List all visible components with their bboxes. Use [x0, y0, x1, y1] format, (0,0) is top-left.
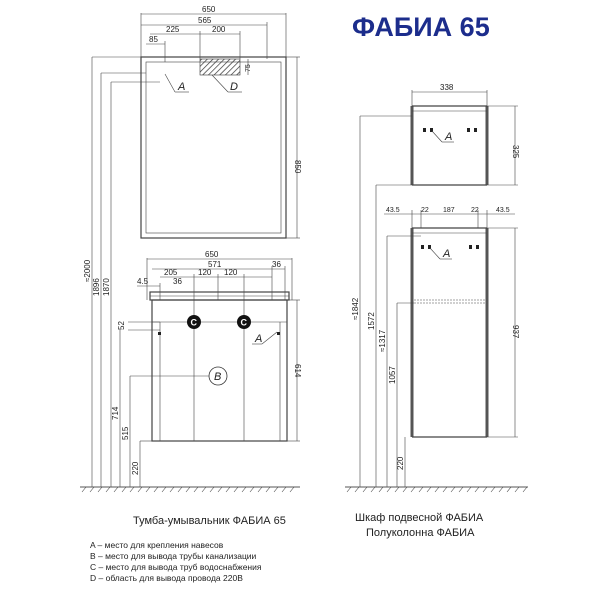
vanity-caption: Тумба-умывальник ФАБИА 65: [133, 515, 286, 527]
vanity-pipe1-dim: 120: [198, 268, 212, 277]
cabinet-caption: Шкаф подвесной ФАБИА: [355, 512, 484, 524]
column-1057-dim: 1057: [388, 366, 397, 384]
area-d-hatch: [199, 58, 241, 76]
vanity-inner-dim: 571: [208, 260, 222, 269]
cabinet-hanger-mark: [474, 128, 477, 132]
vanity-220-dim: 220: [131, 461, 140, 475]
column-hanger-mark: [428, 245, 431, 249]
column-1842-dim: ≈1842: [351, 297, 360, 320]
column-w2-dim: 22: [421, 207, 429, 214]
cabinet-height-dim: 325: [511, 145, 520, 159]
column-hanger-mark: [469, 245, 472, 249]
vanity-edge-left2-dim: 36: [173, 277, 182, 286]
mirror-inner-dim: 565: [198, 16, 212, 25]
height-1896-dim: 1896: [92, 278, 101, 296]
vanity-body: [151, 299, 288, 442]
vanity-pipe2-dim: 120: [224, 268, 238, 277]
height-1870-dim: 1870: [102, 278, 111, 296]
column-height-dim: 937: [511, 325, 520, 339]
drain-label-b: B: [214, 371, 221, 383]
column-w3-dim: 187: [443, 207, 455, 214]
vanity-714-dim: 714: [111, 406, 120, 420]
mirror-label-a: A: [177, 81, 185, 93]
mirror-offset-top-dim: 75: [245, 64, 252, 72]
column-caption: Полуколонна ФАБИА: [366, 527, 475, 539]
column-220-dim: 220: [396, 456, 405, 470]
vanity-fixing-mark: [277, 332, 280, 335]
cabinet-label-a: A: [444, 131, 452, 143]
column-hanger-mark: [476, 245, 479, 249]
legend: A – место для крепления навесов B – мест…: [90, 540, 262, 583]
column-label-a: A: [442, 248, 450, 260]
mirror-opening-dim: 200: [212, 25, 226, 34]
mirror-label-d: D: [230, 81, 238, 93]
mirror-glass: [145, 61, 282, 234]
mirror-height-leaders: ≈2000 1896 1870: [83, 56, 160, 487]
mirror-width-dim: 650: [202, 5, 216, 14]
water-pipe-marker-c: [187, 315, 201, 329]
column-1572-dim: 1572: [367, 312, 376, 330]
vanity-height-dim: 614: [293, 364, 302, 378]
semi-column-drawing: 43.5 22 187 22 43.5 A 937 ≈1842 1572 ≈13…: [351, 115, 520, 487]
water-pipe-label-c2: C: [241, 318, 248, 328]
vanity-width-dim: 650: [205, 250, 219, 259]
legend-item: B – место для вывода трубы канализации: [90, 551, 257, 561]
legend-item: D – область для вывода провода 220В: [90, 573, 243, 583]
column-w5-dim: 43.5: [496, 207, 510, 214]
column-w1-dim: 43.5: [386, 207, 400, 214]
mirror-frame: [140, 56, 287, 239]
vanity-drawing: 650 571 205 120 120 36 4.5 36 52 C C A: [111, 250, 302, 487]
cabinet-width-dim: 338: [440, 83, 454, 92]
mirror-left-dim: 225: [166, 25, 180, 34]
vanity-drop-dim: 52: [117, 321, 126, 330]
vanity-edge-right-dim: 36: [272, 260, 281, 269]
vanity-edge-left-dim: 4.5: [137, 277, 149, 286]
column-hanger-mark: [421, 245, 424, 249]
cabinet-hanger-mark: [467, 128, 470, 132]
page-title: ФАБИА 65: [352, 12, 490, 42]
cabinet-hanger-mark: [430, 128, 433, 132]
floor-line-left: [80, 486, 300, 493]
wall-cabinet-drawing: 338 325 A: [410, 83, 520, 186]
column-w4-dim: 22: [471, 207, 479, 214]
water-pipe-marker-c: [237, 315, 251, 329]
height-2000-dim: ≈2000: [83, 259, 92, 282]
mirror-drawing: 650 565 225 200 85 75 A D 850: [140, 5, 302, 239]
mirror-offset-left-dim: 85: [149, 35, 158, 44]
vanity-label-a: A: [254, 333, 262, 345]
vanity-left-dim: 205: [164, 268, 178, 277]
vanity-515-dim: 515: [121, 426, 130, 440]
legend-item: C – место для вывода труб водоснабжения: [90, 562, 262, 572]
vanity-fixing-mark: [158, 332, 161, 335]
cabinet-hanger-mark: [423, 128, 426, 132]
column-1317-dim: ≈1317: [378, 329, 387, 352]
mirror-height-dim: 850: [293, 160, 302, 174]
floor-line-right: [345, 486, 528, 493]
legend-item: A – место для крепления навесов: [90, 540, 224, 550]
water-pipe-label-c1: C: [191, 318, 198, 328]
